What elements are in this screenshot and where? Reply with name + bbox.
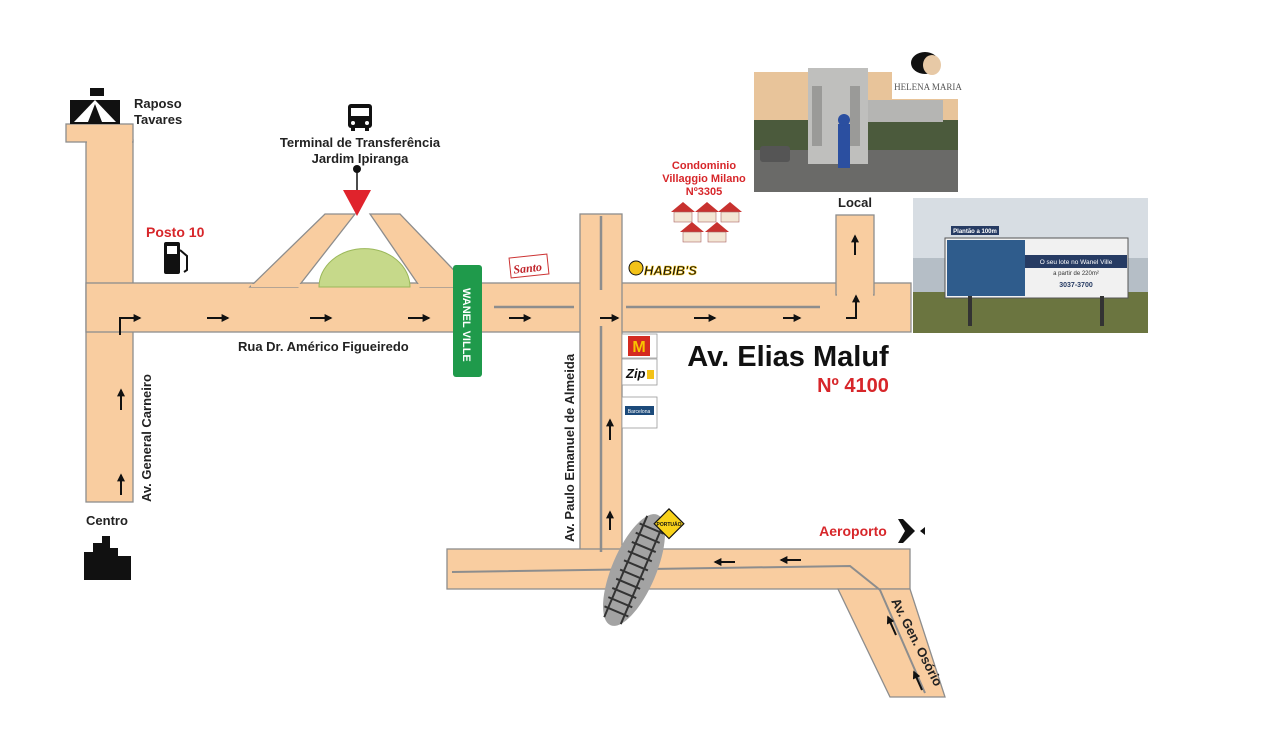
zip-logo: Zip [621, 358, 658, 386]
destination-name: Av. Elias Maluf [687, 341, 889, 373]
roundabout-green-dome [318, 248, 411, 288]
wanel-ville-sign: WANEL VILLE [453, 265, 482, 377]
house-icon [718, 202, 742, 223]
city-icon [84, 536, 131, 580]
portuliao-sign: PORTUÁO [653, 508, 685, 540]
svg-text:PORTUÁO: PORTUÁO [657, 521, 682, 528]
svg-text:Barcelona: Barcelona [628, 409, 651, 415]
label-terminal-1: Terminal de Transferência [280, 135, 441, 150]
gas-pump-icon [164, 242, 188, 274]
label-aeroporto: Aeroporto [819, 523, 887, 539]
railway-crossing-icon [603, 514, 665, 626]
svg-text:Zip: Zip [625, 366, 646, 381]
direction-arrows [117, 234, 923, 691]
label-posto: Posto 10 [146, 224, 205, 240]
svg-text:HABIB'S: HABIB'S [644, 263, 697, 278]
label-raposo-1: Raposo [134, 96, 182, 111]
barcelona-logo: Barcelona [621, 396, 658, 429]
label-centro: Centro [86, 513, 128, 528]
label-condominio-2: Villaggio Milano [662, 173, 746, 185]
arrow [886, 615, 897, 636]
arrow [912, 670, 923, 691]
highway-icon [70, 88, 120, 124]
house-icon [671, 202, 695, 223]
label-terminal-2: Jardim Ipiranga [312, 151, 410, 166]
wanel-ville-label: WANEL VILLE [460, 288, 472, 362]
destination-number: Nº 4100 [817, 375, 889, 397]
arrow-turn [846, 294, 860, 319]
airplane-icon [895, 519, 925, 543]
santo-logo: Santo [508, 253, 550, 279]
billboard-headline: O seu lote no Wanel Ville [1040, 259, 1113, 266]
helena-maria-logo [911, 52, 941, 75]
billboard-sub: a partir de 220m² [1053, 271, 1099, 277]
label-local: Local [838, 195, 872, 210]
road-gen-osorio [836, 588, 946, 698]
svg-text:M: M [632, 339, 645, 356]
bus-icon [348, 104, 372, 131]
house-icon [680, 222, 704, 243]
label-condominio-3: Nº3305 [686, 186, 722, 198]
roads [65, 123, 946, 698]
label-condominio-1: Condominio [672, 160, 736, 172]
mcdonalds-icon: M [621, 333, 658, 359]
terminal-pin-icon [343, 165, 371, 216]
street-carneiro: Av. General Carneiro [139, 374, 154, 502]
gate-logo-text: HELENA MARIA [894, 82, 962, 92]
street-americo: Rua Dr. Américo Figueiredo [238, 339, 409, 354]
billboard-photo [913, 198, 1148, 333]
billboard-tag: Plantão a 100m [953, 229, 997, 235]
label-raposo-2: Tavares [134, 112, 182, 127]
arrow-turn [119, 314, 142, 335]
street-paulo: Av. Paulo Emanuel de Almeida [562, 353, 577, 542]
house-icon [695, 202, 719, 223]
svg-text:Santo: Santo [513, 260, 543, 277]
house-icons [671, 202, 742, 243]
billboard-phone: 3037-3700 [1059, 282, 1093, 289]
habibs-logo: HABIB'S [628, 260, 698, 278]
house-icon [705, 222, 729, 243]
